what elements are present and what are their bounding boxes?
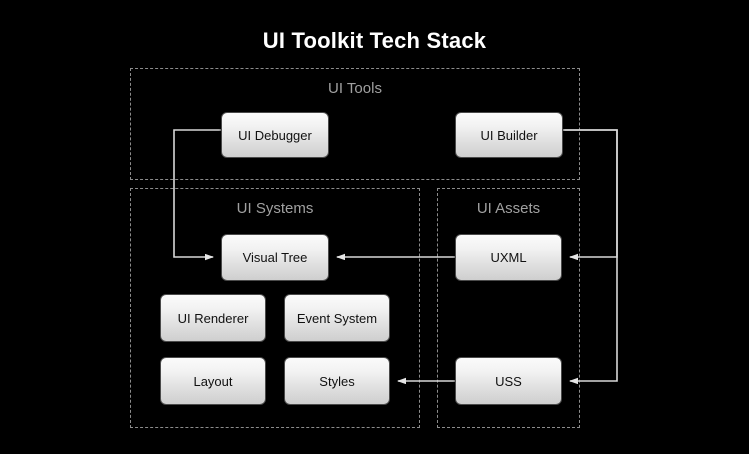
node-layout[interactable]: Layout	[160, 357, 266, 405]
edge-debugger-visualtree	[173, 129, 221, 261]
node-uss[interactable]: USS	[455, 357, 562, 405]
node-ui-builder[interactable]: UI Builder	[455, 112, 563, 158]
node-ui-debugger[interactable]: UI Debugger	[221, 112, 329, 158]
node-uxml[interactable]: UXML	[455, 234, 562, 281]
node-styles[interactable]: Styles	[284, 357, 390, 405]
node-visual-tree[interactable]: Visual Tree	[221, 234, 329, 281]
node-event-system[interactable]: Event System	[284, 294, 390, 342]
cluster-ui-tools: UI Tools	[130, 68, 580, 180]
cluster-label-ui-assets: UI Assets	[476, 200, 541, 217]
cluster-ui-systems: UI Systems	[130, 188, 420, 428]
cluster-ui-assets: UI Assets	[437, 188, 580, 428]
cluster-label-ui-tools: UI Tools	[328, 80, 382, 97]
edge-builder-uss	[563, 129, 618, 385]
edge-builder-uxml	[563, 129, 618, 261]
node-ui-renderer[interactable]: UI Renderer	[160, 294, 266, 342]
page-title: UI Toolkit Tech Stack	[262, 28, 487, 53]
cluster-label-ui-systems: UI Systems	[236, 200, 314, 217]
